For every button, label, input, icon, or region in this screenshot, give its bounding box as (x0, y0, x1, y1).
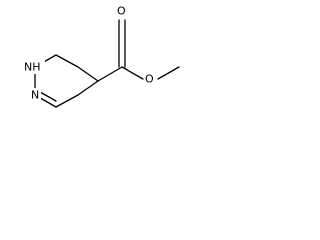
ester-o-label-bg (144, 72, 156, 86)
n-label-bg (30, 88, 41, 102)
carbonyl-o-label-bg (116, 4, 128, 18)
structural-formula-diagram: NH N O O (23, 4, 180, 108)
bond-c5-c6 (77, 66, 99, 82)
n-label: N (31, 89, 39, 102)
ester-o-label: O (145, 73, 154, 86)
nh-label: NH (24, 61, 41, 74)
bond-c4-c5 (77, 80, 99, 96)
bond-c6-ring-top (55, 54, 79, 68)
nh-label-bg (23, 60, 45, 74)
bond-n3-c4 (55, 94, 79, 108)
carbonyl-o-label: O (117, 5, 126, 18)
bond-c5-carbonyl-c (97, 66, 123, 82)
bond-o-ester-methyl (157, 66, 180, 80)
bond-c2-n3-double-inner (39, 91, 57, 102)
bond-carbonyl-c-o-ester (121, 66, 144, 80)
